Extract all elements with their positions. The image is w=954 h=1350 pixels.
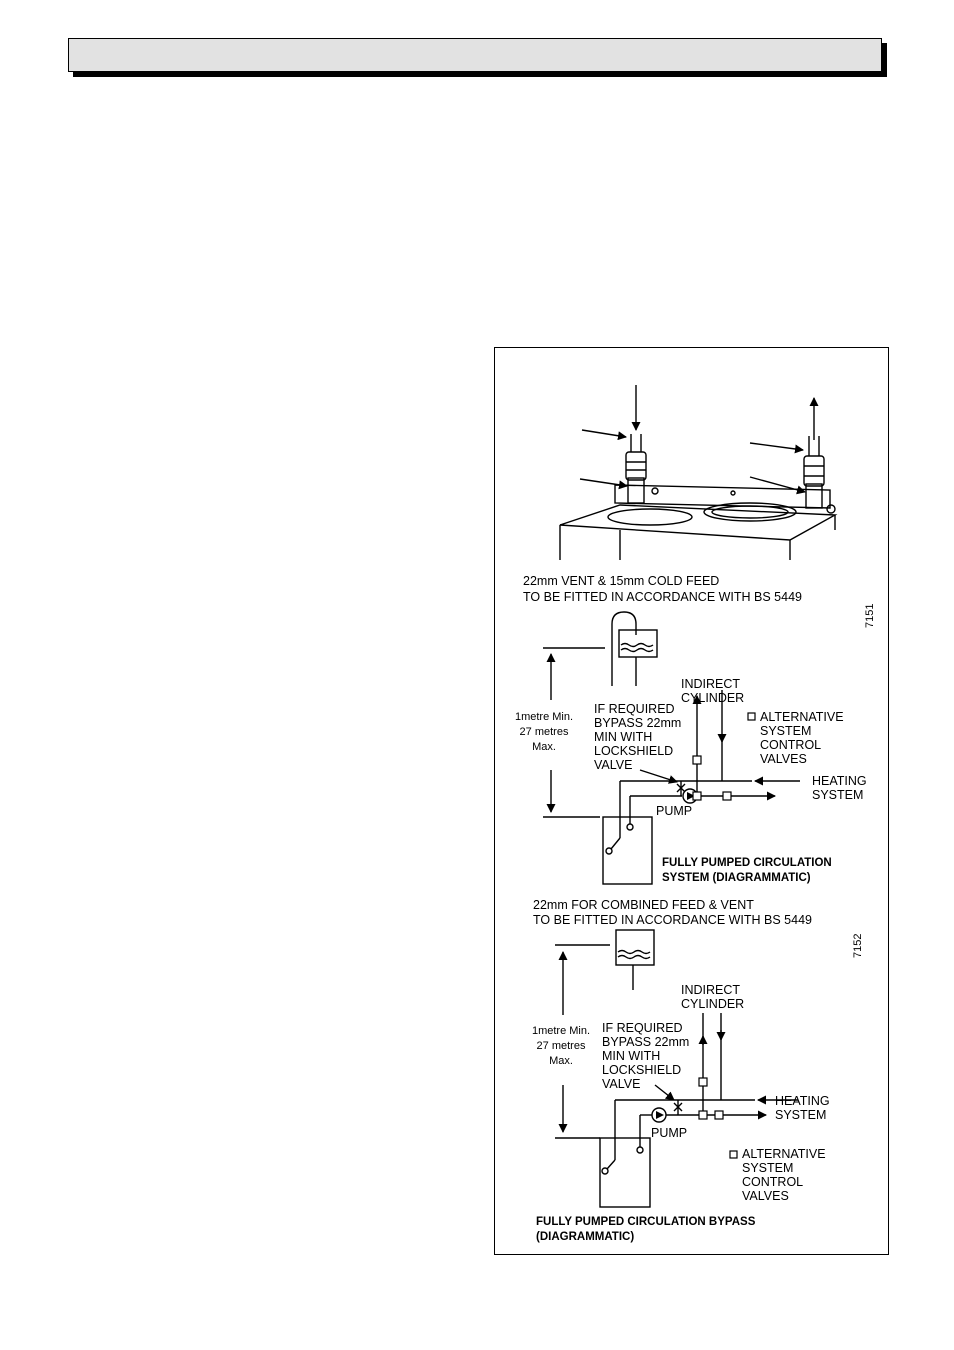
fig2-cylinder-line2: CYLINDER [681,997,744,1011]
fig2-cylinder-line1: INDIRECT [681,983,740,997]
figure-frame [494,347,889,1255]
fig1-bypass-line1: IF REQUIRED [594,702,675,716]
fig1-title-line1: FULLY PUMPED CIRCULATION [662,857,832,869]
fig1-alt-line2: SYSTEM [760,724,811,738]
fig2-caption-line1: 22mm FOR COMBINED FEED & VENT [533,898,754,912]
fig2-height-line2: 27 metres [537,1040,586,1052]
fig2-height-line1: 1metre Min. [532,1025,590,1037]
fig1-title-line2: SYSTEM (DIAGRAMMATIC) [662,872,811,884]
fig1-caption-line1: 22mm VENT & 15mm COLD FEED [523,574,719,588]
fig2-heating-line1: HEATING [775,1094,830,1108]
fig1-height-line3: Max. [532,741,556,753]
fig2-height-line3: Max. [549,1055,573,1067]
fig2-bypass-line5: VALVE [602,1077,640,1091]
fig1-alt-line1: ALTERNATIVE [760,710,844,724]
fig1-bypass-line2: BYPASS 22mm [594,716,681,730]
fig1-bypass-line3: MIN WITH [594,730,652,744]
fig2-alt-line4: VALVES [742,1189,789,1203]
fig2-caption-line2: TO BE FITTED IN ACCORDANCE WITH BS 5449 [533,913,812,927]
fig2-bypass-line1: IF REQUIRED [602,1021,683,1035]
fig2-alt-line2: SYSTEM [742,1161,793,1175]
fig1-cylinder-line1: INDIRECT [681,677,740,691]
fig1-alt-line4: VALVES [760,752,807,766]
fig1-alt-line3: CONTROL [760,738,821,752]
fig2-title-line2: (DIAGRAMMATIC) [536,1231,634,1243]
fig1-bypass-line5: VALVE [594,758,632,772]
fig1-heating-line2: SYSTEM [812,788,863,802]
fig2-bypass-line3: MIN WITH [602,1049,660,1063]
fig1-height-line2: 27 metres [520,726,569,738]
section-header-bar [68,38,882,72]
fig2-heating-line2: SYSTEM [775,1108,826,1122]
fig2-bypass-line4: LOCKSHIELD [602,1063,681,1077]
fig1-pump-label: PUMP [656,804,692,818]
fig1-ref-number: 7151 [864,604,876,628]
fig2-bypass-line2: BYPASS 22mm [602,1035,689,1049]
fig2-pump-label: PUMP [651,1126,687,1140]
fig2-alt-line3: CONTROL [742,1175,803,1189]
fig2-ref-number: 7152 [852,934,864,958]
fig1-caption-line2: TO BE FITTED IN ACCORDANCE WITH BS 5449 [523,590,802,604]
fig1-heating-line1: HEATING [812,774,867,788]
fig2-title-line1: FULLY PUMPED CIRCULATION BYPASS [536,1216,756,1228]
figure2-diagram [555,929,798,1208]
fig1-height-line1: 1metre Min. [515,711,573,723]
fig1-bypass-line4: LOCKSHIELD [594,744,673,758]
fig2-alt-line1: ALTERNATIVE [742,1147,826,1161]
boiler-top-illustration [559,385,838,560]
figure1-diagram [543,611,800,885]
fig1-cylinder-line2: CYLINDER [681,691,744,705]
